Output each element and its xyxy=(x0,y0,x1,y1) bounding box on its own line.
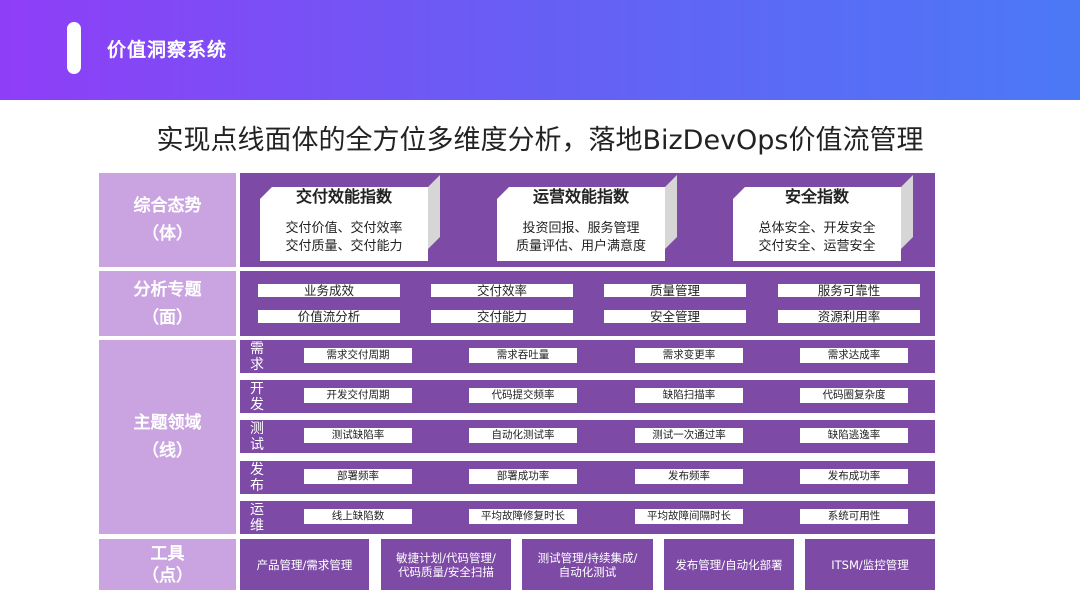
domain-lane-requirements: 需求 需求交付周期 需求吞吐量 需求变更率 需求达成率 xyxy=(240,340,935,373)
row-label-text: 工具 xyxy=(150,543,185,564)
metric-item: 发布频率 xyxy=(635,469,743,484)
index-detail-1: 投资回报、服务管理 xyxy=(522,221,640,236)
index-detail-2: 交付安全、运营安全 xyxy=(758,239,876,254)
tool-box: 敏捷计划/代码管理/代码质量/安全扫描 xyxy=(381,539,511,590)
topic-item: 交付效率 xyxy=(431,284,573,298)
metric-item: 部署成功率 xyxy=(469,469,577,484)
topic-item: 价值流分析 xyxy=(258,310,400,324)
metric-item: 需求吞吐量 xyxy=(469,348,577,363)
indices-panel: 交付效能指数 交付价值、交付效率 交付质量、交付能力 运营效能指数 投资回报、服… xyxy=(240,173,935,267)
metric-item: 代码圈复杂度 xyxy=(800,388,908,403)
card-side-face xyxy=(901,175,913,249)
metric-item: 测试一次通过率 xyxy=(635,428,743,443)
tool-box: 测试管理/持续集成/自动化测试 xyxy=(522,539,653,590)
index-detail-1: 总体安全、开发安全 xyxy=(758,221,876,236)
topic-item: 质量管理 xyxy=(604,284,746,298)
index-card-operations: 运营效能指数 投资回报、服务管理 质量评估、用户满意度 xyxy=(497,175,677,271)
domain-label: 运维 xyxy=(250,502,264,534)
topic-item: 服务可靠性 xyxy=(778,284,920,298)
topic-item: 交付能力 xyxy=(431,310,573,324)
tool-label: 敏捷计划/代码管理/代码质量/安全扫描 xyxy=(396,550,496,579)
domain-label: 需求 xyxy=(250,341,264,373)
row-label-sub: （面） xyxy=(142,307,193,328)
domain-lane-operations: 运维 线上缺陷数 平均故障修复时长 平均故障间隔时长 系统可用性 xyxy=(240,501,935,534)
topic-item: 资源利用率 xyxy=(778,310,920,324)
row-label-sub: （体） xyxy=(142,224,193,244)
index-detail-1: 交付价值、交付效率 xyxy=(285,221,403,236)
metric-item: 缺陷逃逸率 xyxy=(800,428,908,443)
metric-item: 需求交付周期 xyxy=(304,348,412,363)
tool-label: 测试管理/持续集成/自动化测试 xyxy=(537,550,638,579)
card-front-face xyxy=(260,199,428,261)
index-card-delivery: 交付效能指数 交付价值、交付效率 交付质量、交付能力 xyxy=(260,175,440,271)
tool-label: ITSM/监控管理 xyxy=(831,557,909,572)
index-title: 交付效能指数 xyxy=(295,187,392,206)
topic-item: 业务成效 xyxy=(258,284,400,298)
metric-item: 缺陷扫描率 xyxy=(635,388,743,403)
metric-item: 平均故障修复时长 xyxy=(469,509,577,524)
row-label-sub: （点） xyxy=(142,565,193,586)
row-label-text: 综合态势 xyxy=(133,196,202,216)
tool-box: ITSM/监控管理 xyxy=(805,539,935,590)
card-side-face xyxy=(665,175,677,249)
row-label-text: 主题领域 xyxy=(133,413,202,433)
topics-panel: 业务成效 交付效率 质量管理 服务可靠性 价值流分析 交付能力 安全管理 资源利… xyxy=(240,271,935,336)
metric-item: 测试缺陷率 xyxy=(304,428,412,443)
metric-item: 平均故障间隔时长 xyxy=(635,509,743,524)
tool-label: 发布管理/自动化部署 xyxy=(675,557,783,572)
row-label-text: 分析专题 xyxy=(133,279,202,300)
header-accent-bar xyxy=(67,22,81,74)
metric-item: 需求变更率 xyxy=(635,348,743,363)
domain-label: 开发 xyxy=(250,381,264,413)
metric-item: 线上缺陷数 xyxy=(304,509,412,524)
page-subtitle: 实现点线面体的全方位多维度分析，落地BizDevOps价值流管理 xyxy=(156,125,924,156)
index-detail-2: 交付质量、交付能力 xyxy=(285,239,403,254)
header-banner: 价值洞察系统 xyxy=(0,0,1080,100)
row-label-overall: 综合态势 （体） xyxy=(99,173,236,267)
metric-item: 开发交付周期 xyxy=(304,388,412,403)
metric-item: 部署频率 xyxy=(304,469,412,484)
tool-box: 产品管理/需求管理 xyxy=(240,539,369,590)
row-label-topics: 分析专题 （面） xyxy=(99,271,236,336)
index-card-security: 安全指数 总体安全、开发安全 交付安全、运营安全 xyxy=(733,175,913,271)
index-title: 安全指数 xyxy=(784,187,849,206)
page-title: 价值洞察系统 xyxy=(107,39,228,61)
row-label-tools: 工具 （点） xyxy=(99,539,236,590)
card-side-face xyxy=(428,175,440,249)
metric-item: 需求达成率 xyxy=(800,348,908,363)
metric-item: 系统可用性 xyxy=(800,509,908,524)
domain-label: 发布 xyxy=(250,462,264,494)
card-front-face xyxy=(733,199,901,261)
row-label-sub: （线） xyxy=(142,441,193,461)
domain-label: 测试 xyxy=(250,421,264,453)
domain-lane-release: 发布 部署频率 部署成功率 发布频率 发布成功率 xyxy=(240,461,935,494)
index-detail-2: 质量评估、用户满意度 xyxy=(515,239,646,254)
metric-item: 发布成功率 xyxy=(800,469,908,484)
tool-box: 发布管理/自动化部署 xyxy=(664,539,794,590)
metric-item: 代码提交频率 xyxy=(469,388,577,403)
domain-lane-testing: 测试 测试缺陷率 自动化测试率 测试一次通过率 缺陷逃逸率 xyxy=(240,420,935,453)
topic-item: 安全管理 xyxy=(604,310,746,324)
row-label-domains: 主题领域 （线） xyxy=(99,340,236,534)
metric-item: 自动化测试率 xyxy=(469,428,577,443)
index-title: 运营效能指数 xyxy=(532,187,629,206)
card-front-face xyxy=(497,199,665,261)
tool-label: 产品管理/需求管理 xyxy=(256,557,353,572)
domain-lane-development: 开发 开发交付周期 代码提交频率 缺陷扫描率 代码圈复杂度 xyxy=(240,380,935,413)
